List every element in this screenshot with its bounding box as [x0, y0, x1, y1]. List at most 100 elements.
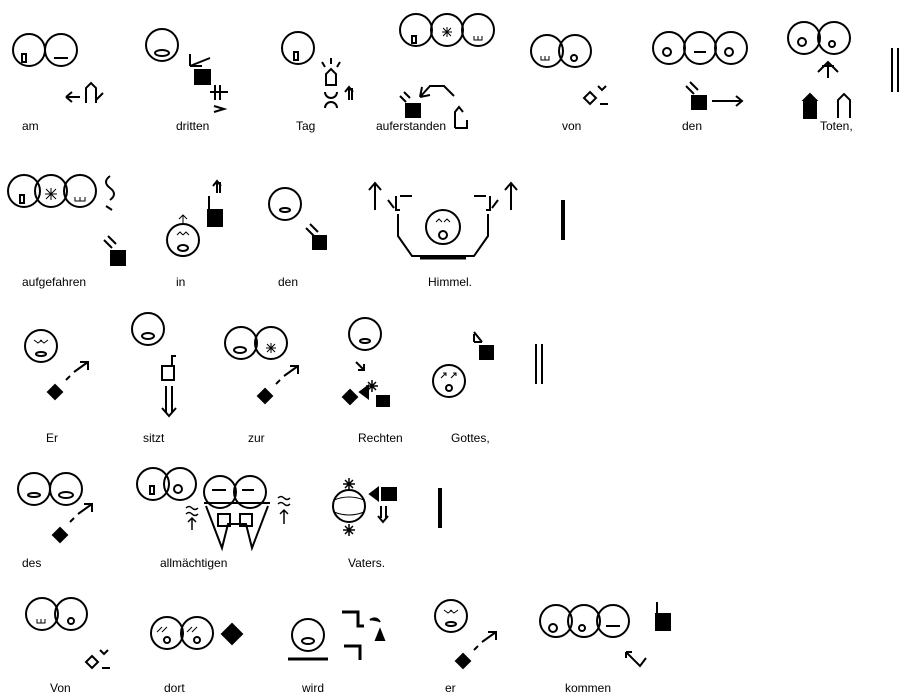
eyes-icon	[443, 609, 459, 614]
mouth-icon	[301, 637, 315, 645]
hand-square-icon	[405, 103, 421, 118]
hand-icon	[85, 81, 104, 103]
contact-icon	[305, 223, 319, 237]
word-label: auferstanden	[376, 119, 447, 133]
head-icon	[136, 467, 170, 501]
head-icon	[332, 489, 366, 523]
hand-icon	[387, 195, 412, 211]
head-icon	[163, 467, 197, 501]
hand-icon	[368, 486, 379, 502]
mouth-icon	[570, 54, 578, 62]
hand-icon	[358, 384, 369, 400]
hand-box-icon	[239, 513, 253, 527]
hand-diamond-icon	[220, 622, 244, 646]
mouth-icon	[149, 485, 155, 495]
word-label: Vaters.	[348, 556, 386, 570]
arrow-up-icon	[504, 181, 518, 210]
face-line-icon	[333, 496, 365, 516]
word-label: den	[682, 119, 703, 133]
word-label: wird	[302, 681, 325, 695]
sign-aufgefahren	[7, 174, 126, 266]
mouth-icon	[154, 49, 170, 57]
mouth-icon	[548, 623, 558, 633]
word-label: dort	[164, 681, 185, 695]
contact-icon	[399, 91, 411, 103]
mouth-icon	[724, 47, 734, 57]
mouth-icon	[58, 491, 74, 499]
wavy-arrow-icon	[105, 175, 115, 211]
sign-kommen	[539, 602, 671, 668]
word-label: am	[22, 119, 39, 133]
hand-diamond-icon	[454, 652, 472, 670]
arrow-icon	[189, 54, 211, 67]
mouth-icon	[27, 492, 41, 498]
teeth-icon	[36, 619, 46, 624]
sparkle-icon	[266, 343, 276, 353]
teeth-icon	[74, 197, 86, 202]
word-label: kommen	[565, 681, 612, 695]
head-icon	[233, 475, 267, 509]
eyes-icon	[33, 339, 49, 344]
head-icon	[12, 33, 46, 67]
movement-bar-icon	[344, 644, 362, 660]
movement-icon	[210, 85, 228, 113]
arrow-up-icon	[368, 181, 382, 210]
sign-von-2	[25, 597, 110, 670]
sign-den-2	[268, 187, 327, 250]
word-label: Rechten	[358, 431, 403, 445]
arrow-up-icon	[178, 214, 188, 225]
word-label: Er	[46, 431, 58, 445]
head-icon	[787, 21, 821, 55]
head-icon	[432, 364, 466, 398]
mouth-icon	[193, 636, 201, 644]
mouth-icon	[411, 35, 417, 44]
word-label: aufgefahren	[22, 275, 87, 289]
word-label: allmächtigen	[160, 556, 228, 570]
word-label: Von	[50, 681, 71, 695]
head-icon	[145, 28, 179, 62]
mouth-icon	[293, 51, 299, 61]
head-icon	[131, 312, 165, 346]
sign-zur	[224, 326, 299, 405]
sign-gottes	[432, 331, 494, 398]
word-label: Himmel.	[428, 275, 472, 289]
eyes-icon	[156, 626, 198, 633]
hand-icon	[369, 617, 386, 641]
sign-toten	[787, 21, 851, 119]
teeth-icon	[540, 56, 550, 61]
hand-square-icon	[376, 395, 390, 407]
head-icon	[683, 31, 717, 65]
eyes-icon	[176, 231, 190, 236]
head-icon	[17, 472, 51, 506]
sign-des	[17, 472, 93, 544]
hand-square-icon	[479, 345, 494, 360]
head-icon	[425, 209, 461, 245]
head-icon	[24, 329, 58, 363]
head-icon	[348, 317, 382, 351]
arc-arrow-icon	[419, 85, 455, 98]
sparkle-icon	[45, 188, 57, 200]
sign-den	[652, 31, 748, 110]
mouth-icon	[177, 244, 189, 252]
word-label: sitzt	[143, 431, 165, 445]
word-label: in	[176, 275, 186, 289]
head-icon	[596, 604, 630, 638]
mouth-icon	[35, 351, 47, 357]
hand-square-icon	[312, 235, 327, 250]
mouth-icon	[797, 37, 807, 47]
arrow-up-icon	[212, 179, 222, 193]
hand-diamond-icon	[341, 388, 359, 406]
hand-square-icon	[194, 69, 211, 85]
hand-diamond-icon	[46, 383, 64, 401]
word-label: den	[278, 275, 299, 289]
head-icon	[49, 472, 83, 506]
hand-square-icon	[803, 101, 817, 119]
hand-square-icon	[207, 209, 223, 227]
hand-diamond-icon	[256, 387, 274, 405]
mouth-icon	[662, 47, 672, 57]
mouth-icon	[438, 230, 448, 240]
star-contact-icon	[366, 380, 378, 392]
arrow-diagonal-icon	[65, 361, 89, 381]
mouth-icon	[359, 338, 371, 344]
arrow-right-icon	[712, 95, 744, 107]
